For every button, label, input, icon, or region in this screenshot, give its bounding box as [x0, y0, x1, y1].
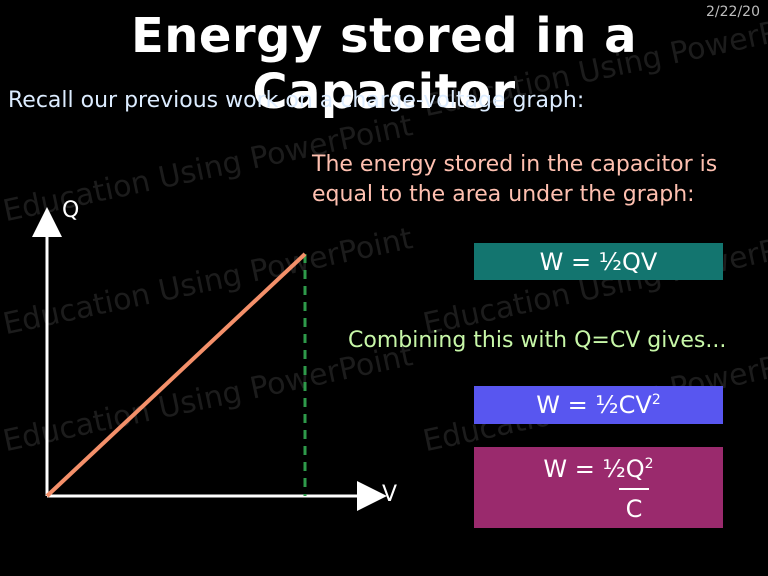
- energy-note: The energy stored in the capacitor is eq…: [312, 150, 764, 210]
- slide-date: 2/22/20: [706, 4, 760, 20]
- x-axis-label: V: [382, 482, 398, 507]
- y-axis-label: Q: [62, 198, 80, 223]
- energy-note-line1: The energy stored in the capacitor is: [312, 152, 718, 177]
- formula-half-q2-exponent: 2: [644, 456, 654, 472]
- formula-box-half-cv2: W = ½CV2: [474, 386, 723, 424]
- formula-box-half-q2-over-c: W = ½Q2 C: [474, 447, 723, 528]
- slide-title: Energy stored in a Capacitor: [130, 8, 638, 120]
- formula-half-q2-numerator: W = ½Q2: [474, 455, 723, 483]
- fraction-bar: [619, 488, 649, 490]
- formula-half-cv2-exponent: 2: [651, 392, 661, 408]
- formula-half-qv: W = ½QV: [539, 247, 658, 276]
- qv-line: [45, 252, 307, 498]
- slide-subtitle: Recall our previous work on a charge-vol…: [8, 88, 585, 113]
- formula-half-q2-denominator: C: [625, 495, 643, 523]
- formula-box-half-qv: W = ½QV: [474, 243, 723, 280]
- energy-note-line2: equal to the area under the graph:: [312, 182, 695, 207]
- combining-text: Combining this with Q=CV gives...: [348, 328, 727, 353]
- formula-half-cv2-main: W = ½CV: [536, 391, 652, 419]
- formula-half-cv2: W = ½CV2: [536, 391, 660, 419]
- formula-half-q2-main: W = ½Q: [543, 455, 645, 483]
